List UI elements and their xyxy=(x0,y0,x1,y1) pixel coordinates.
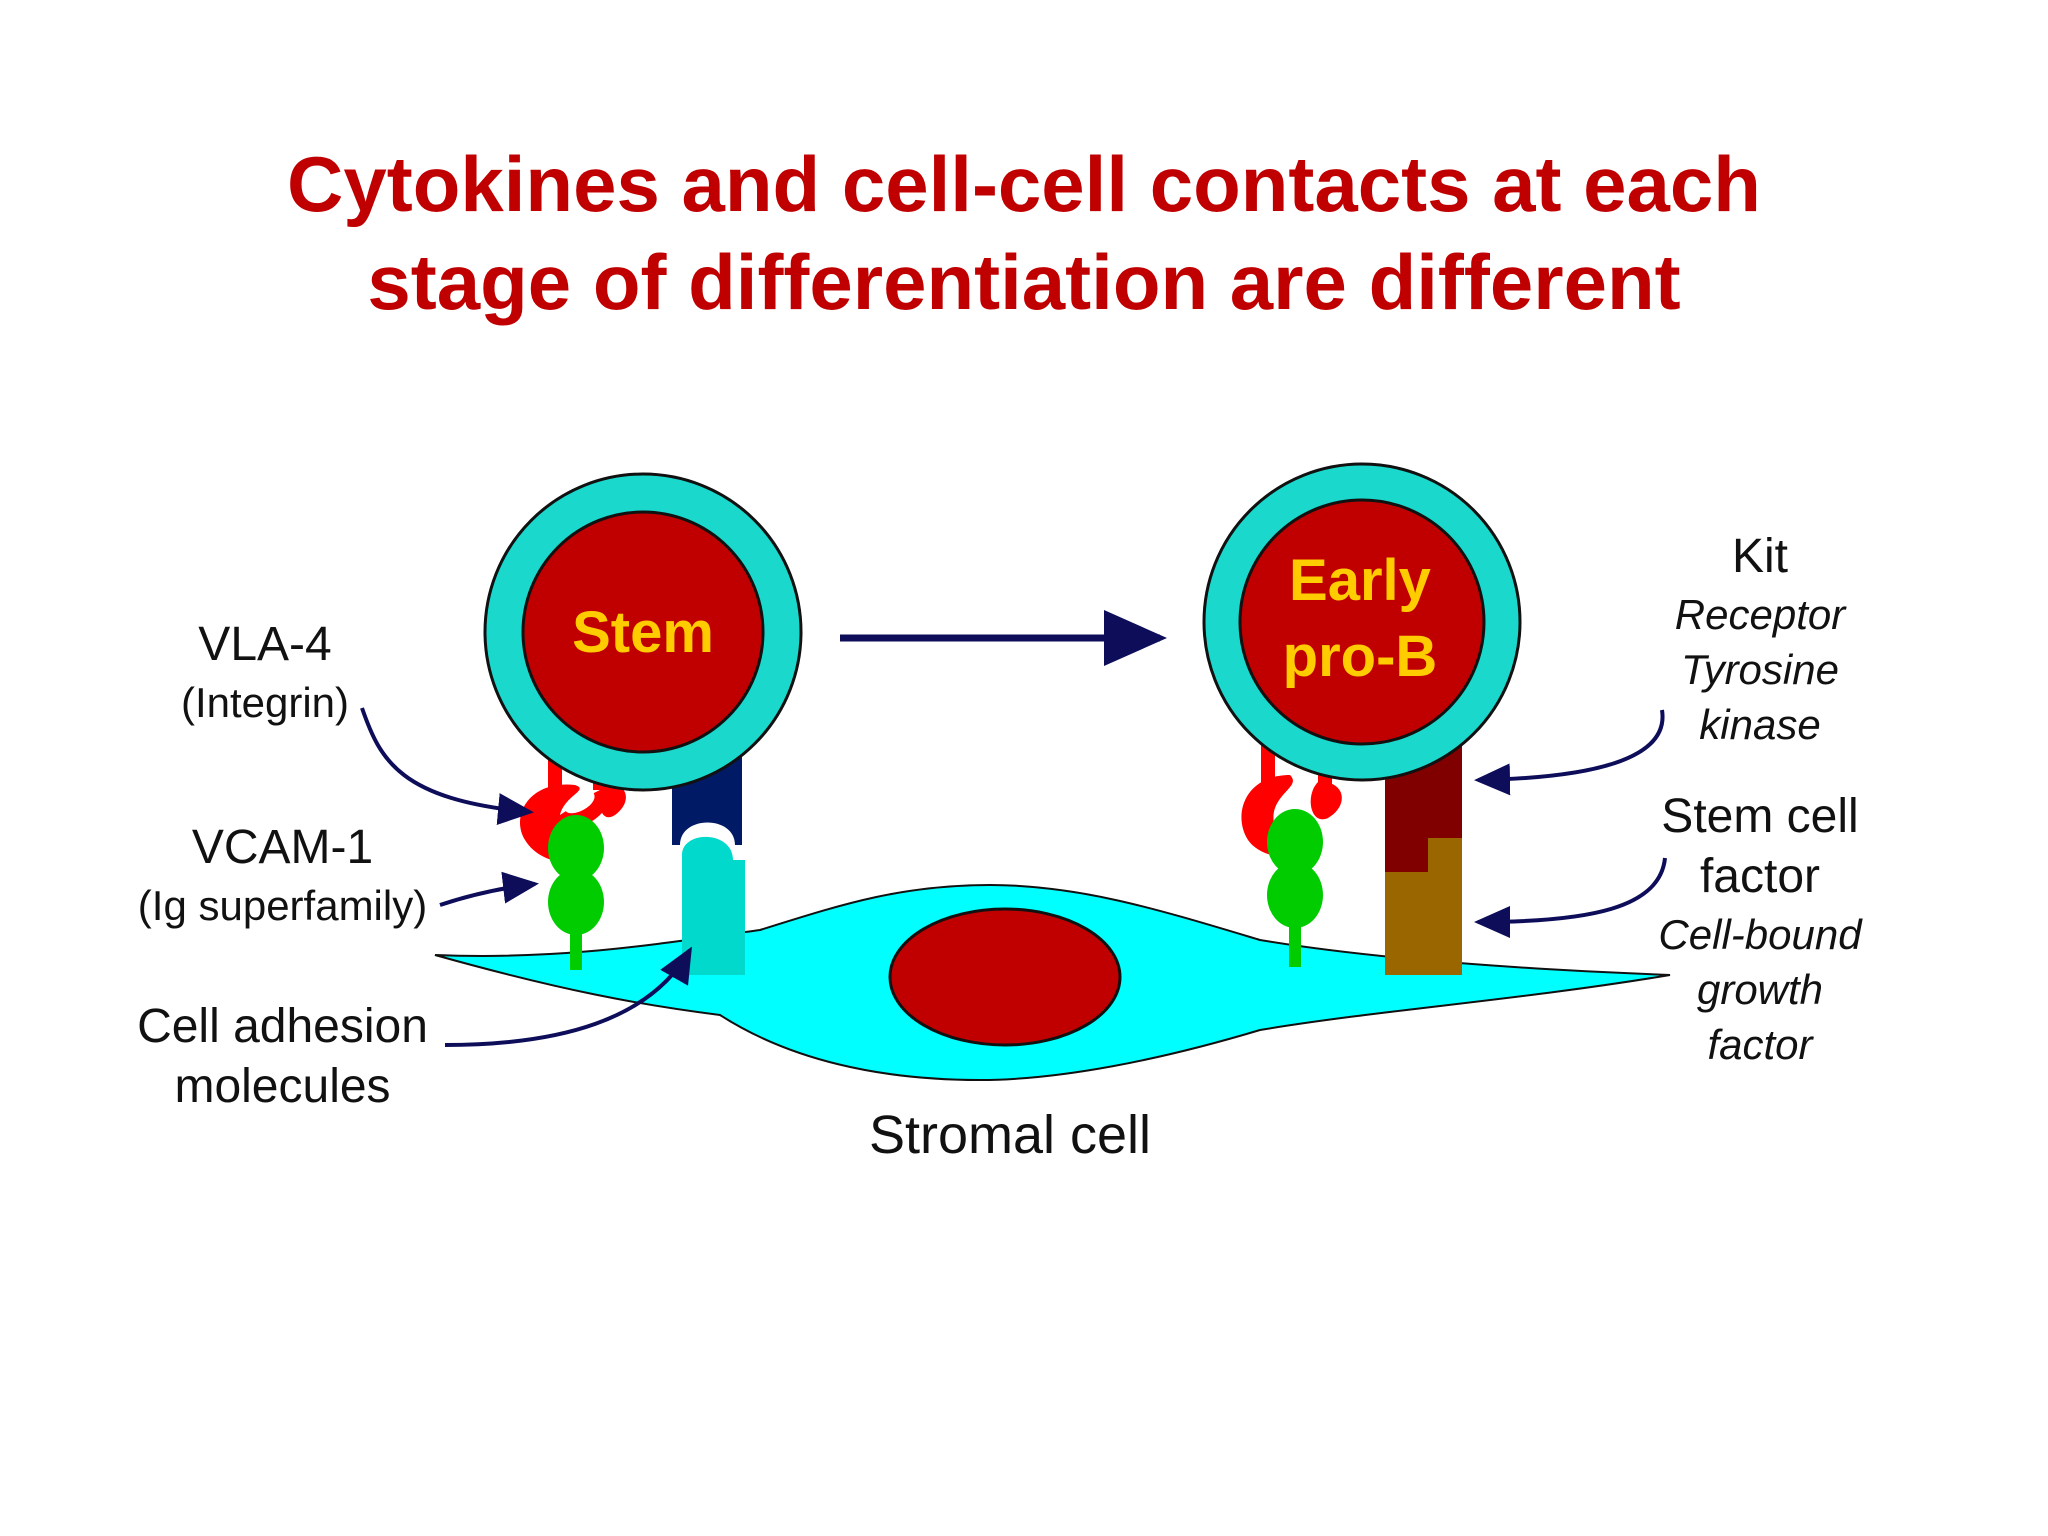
adhesion-line-1: Cell adhesion xyxy=(137,1000,428,1053)
vla4-label: VLA-4 (Integrin) xyxy=(150,615,380,731)
prob-vcam1-upper xyxy=(1267,809,1323,875)
vla4-name: VLA-4 xyxy=(198,618,332,671)
kit-type-2: Tyrosine xyxy=(1681,646,1839,693)
vcam1-label: VCAM-1 (Ig superfamily) xyxy=(110,818,455,934)
vla4-type: (Integrin) xyxy=(180,679,350,726)
prob-scf xyxy=(1385,838,1462,975)
slide-title: Cytokines and cell-cell contacts at each… xyxy=(0,135,2048,331)
stem-vcam1-upper xyxy=(548,815,604,881)
stromal-cell-label: Stromal cell xyxy=(830,1103,1190,1167)
stem-cell-label: Stem xyxy=(572,600,714,665)
stem-vla4-right-lobe xyxy=(599,784,626,818)
prob-cell-nucleus xyxy=(1238,498,1486,746)
title-line-2: stage of differentiation are different xyxy=(367,238,1681,326)
kit-type-3: kinase xyxy=(1699,701,1821,748)
prob-vla4-right-lobe xyxy=(1310,781,1342,820)
stromal-cell-nucleus xyxy=(888,907,1122,1047)
prob-vla4-cup xyxy=(1241,775,1312,857)
kit-label: Kit Receptor Tyrosine kinase xyxy=(1640,527,1880,752)
stem-vcam1-stalk xyxy=(570,930,582,970)
stromal-cell-name: Stromal cell xyxy=(868,1105,1152,1165)
prob-cell-label-line2: pro-B xyxy=(1283,624,1438,689)
stem-vla4-cup xyxy=(520,784,600,863)
scf-label: Stem cell factor Cell-bound growth facto… xyxy=(1630,787,1890,1072)
vcam1-type: (Ig superfamily) xyxy=(137,882,428,929)
scf-name-2: factor xyxy=(1699,850,1821,903)
scf-type-1: Cell-bound xyxy=(1658,911,1862,958)
kit-name: Kit xyxy=(1731,530,1788,583)
scf-pointer-arrow xyxy=(1474,857,1667,938)
prob-vcam1-stalk xyxy=(1289,922,1301,967)
prob-cell-label-line1: Early xyxy=(1289,548,1431,613)
stem-vcam1-lower xyxy=(548,869,604,935)
scf-name-1: Stem cell xyxy=(1661,790,1859,843)
vla4-pointer-arrow xyxy=(360,707,534,825)
kit-pointer-arrow xyxy=(1474,709,1665,796)
stem-scf xyxy=(682,836,745,975)
adhesion-label: Cell adhesion molecules xyxy=(115,997,450,1117)
scf-type-3: factor xyxy=(1707,1021,1813,1068)
adhesion-line-2: molecules xyxy=(174,1060,391,1113)
stem-cell-nucleus xyxy=(521,510,765,754)
scf-type-2: growth xyxy=(1696,966,1824,1013)
kit-type-1: Receptor xyxy=(1674,591,1846,638)
vcam1-pointer-arrow xyxy=(439,871,539,907)
prob-vcam1-lower xyxy=(1267,862,1323,928)
title-line-1: Cytokines and cell-cell contacts at each xyxy=(287,140,1761,228)
vcam1-name: VCAM-1 xyxy=(191,821,374,874)
adhesion-pointer-arrow xyxy=(444,946,692,1047)
